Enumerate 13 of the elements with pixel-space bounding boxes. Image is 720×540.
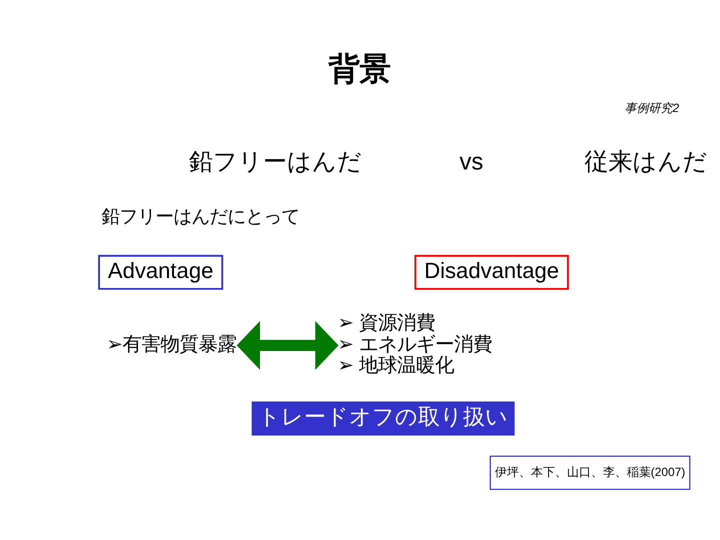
- node-box: Advantage: [98, 254, 224, 290]
- node-box: トレードオフの取り扱い: [252, 401, 515, 436]
- label: 従来はんだ: [584, 148, 708, 176]
- label: vs: [459, 148, 484, 176]
- node-text: ➢ 資源消費 ➢ エネルギー消費 ➢ 地球温暖化: [338, 312, 492, 376]
- node-box: Disadvantage: [414, 254, 569, 290]
- label: 事例研究2: [624, 100, 680, 114]
- label: 鉛フリーはんだにとって: [101, 205, 300, 226]
- node-text: ➢有害物質暴露: [106, 334, 237, 355]
- arrow: [236, 320, 338, 370]
- label: 鉛フリーはんだ: [189, 148, 362, 176]
- diagram-title: 背景: [328, 50, 391, 86]
- node-box: 伊坪、本下、山口、李、稲葉(2007): [490, 455, 690, 490]
